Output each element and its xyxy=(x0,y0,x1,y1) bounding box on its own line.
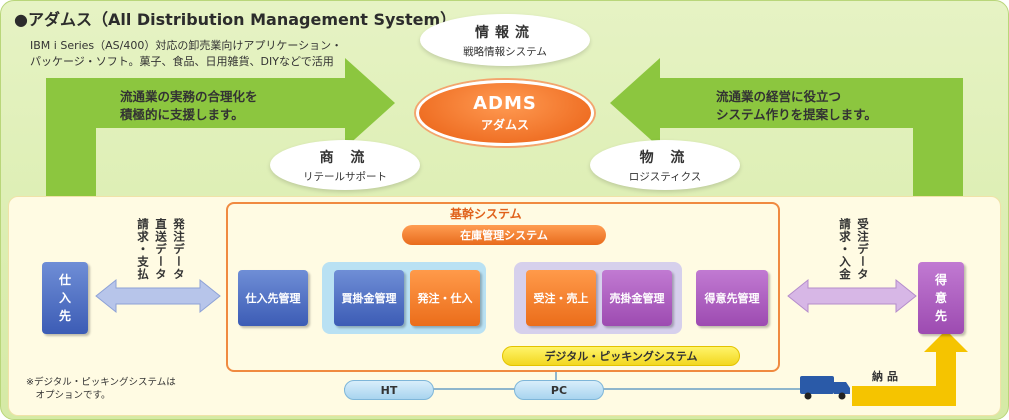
right-arrow-text: 流通業の経営に役立つ システム作りを提案します。 xyxy=(716,89,877,122)
order-sales-box: 受注・売上 xyxy=(526,270,596,326)
core-system-label: 基幹システム xyxy=(450,207,522,221)
left-arrow-text: 流通業の実務の合理化を 積極的に支援します。 xyxy=(120,89,258,122)
ht-pill: HT xyxy=(344,380,434,400)
logistics-sub: ロジスティクス xyxy=(628,170,702,183)
adms-title: ADMS xyxy=(473,93,537,114)
logistics-ellipse: 物 流 ロジスティクス xyxy=(590,140,740,190)
logistics-title: 物 流 xyxy=(639,149,691,166)
commerce-ellipse: 商 流 リテールサポート xyxy=(270,140,420,190)
left-label-direct-data: 直送データ xyxy=(154,218,168,281)
delivery-arrow xyxy=(852,330,968,406)
info-flow-ellipse: 情報流 戦略情報システム xyxy=(420,14,590,66)
adms-ellipse: ADMS アダムス xyxy=(416,80,594,146)
right-green-arrow xyxy=(610,58,963,196)
right-label-billing-receipt: 請求・入金 xyxy=(838,218,852,281)
customer-box: 得 意 先 xyxy=(918,262,964,334)
right-double-arrow xyxy=(787,278,917,314)
receivable-box: 売掛金管理 xyxy=(602,270,672,326)
footnote: ※デジタル・ピッキングシステムは オプションです。 xyxy=(26,377,176,401)
commerce-title: 商 流 xyxy=(319,149,371,166)
truck-icon xyxy=(800,376,850,400)
right-label-order-data: 受注データ xyxy=(856,218,870,281)
stock-management-bar: 在庫管理システム xyxy=(402,225,606,245)
adms-sub: アダムス xyxy=(480,118,529,132)
pc-pill: PC xyxy=(514,380,604,400)
left-label-billing-payment: 請求・支払 xyxy=(136,218,150,281)
supplier-box: 仕 入 先 xyxy=(42,262,88,334)
page-title: ●アダムス（All Distribution Management System… xyxy=(14,10,457,29)
info-flow-sub: 戦略情報システム xyxy=(463,45,547,58)
commerce-sub: リテールサポート xyxy=(303,170,387,183)
left-green-arrow xyxy=(46,58,395,196)
delivery-label: 納品 xyxy=(872,370,902,383)
left-double-arrow xyxy=(95,278,221,314)
info-flow-title: 情報流 xyxy=(475,24,535,41)
digital-picking-bar: デジタル・ピッキングシステム xyxy=(502,346,740,366)
customer-management-box: 得意先管理 xyxy=(696,270,768,326)
page-subtitle: IBM i Series（AS/400）対応の卸売業向けアプリケーション・ パッ… xyxy=(30,39,343,68)
left-label-order-data: 発注データ xyxy=(172,218,186,281)
order-purchase-box: 発注・仕入 xyxy=(410,270,480,326)
supplier-management-box: 仕入先管理 xyxy=(238,270,308,326)
payable-box: 買掛金管理 xyxy=(334,270,404,326)
